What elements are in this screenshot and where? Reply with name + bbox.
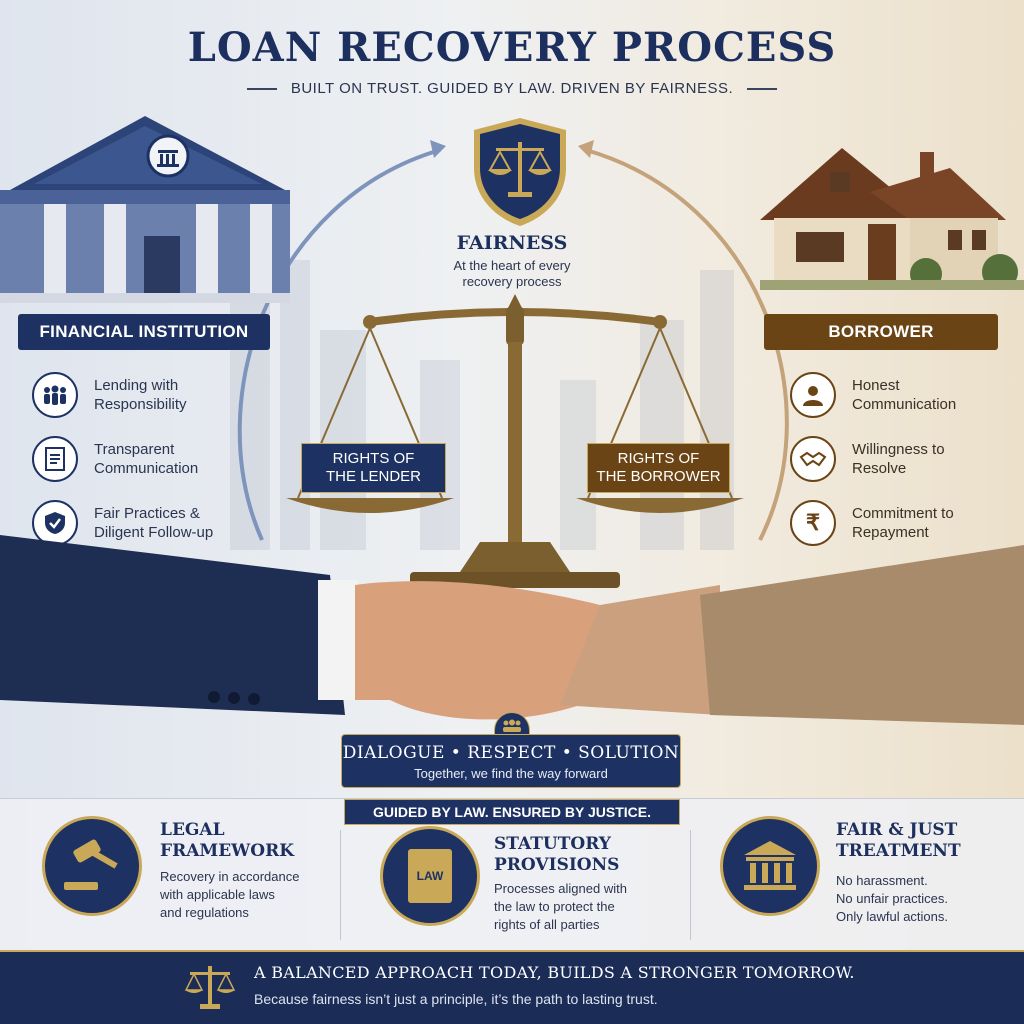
divider-1	[340, 830, 341, 940]
right-feature-1: Honest Communication	[790, 372, 956, 418]
courthouse-icon	[720, 816, 820, 916]
left-feature-1: Lending with Responsibility	[32, 372, 187, 418]
footer-headline: A BALANCED APPROACH TODAY, BUILDS A STRO…	[254, 963, 855, 982]
footer-tagline: Because fairness isn’t just a principle,…	[254, 991, 658, 1007]
fairness-subtitle: At the heart of every recovery process	[453, 258, 571, 289]
law-book-label: LAW	[416, 869, 444, 883]
pillar-1-text: Recovery in accordance with applicable l…	[160, 869, 300, 920]
pillar-2-title: STATUTORY PROVISIONS	[494, 834, 620, 875]
footer-banner	[0, 950, 1024, 1024]
shield-check-icon	[32, 500, 78, 546]
scales-shield-icon	[474, 118, 566, 226]
page-subtitle: BUILT ON TRUST. GUIDED BY LAW. DRIVEN BY…	[290, 80, 734, 97]
law-book-icon: LAW	[380, 826, 480, 926]
subtitle-rule-left	[246, 87, 277, 90]
left-feature-2: Transparent Communication	[32, 436, 198, 482]
bank-building-illustration	[0, 116, 290, 303]
handshake-icon	[790, 436, 836, 482]
left-feature-2-text: Transparent Communication	[94, 441, 199, 477]
document-icon	[32, 436, 78, 482]
rights-of-borrower-label: RIGHTS OF THE BORROWER	[587, 443, 730, 493]
left-feature-3-text: Fair Practices & Diligent Follow-up	[94, 505, 214, 541]
handshake-illustration	[0, 535, 1024, 725]
borrower-label: BORROWER	[764, 314, 998, 350]
rights-of-lender-label: RIGHTS OF THE LENDER	[301, 443, 446, 493]
right-feature-3: ₹ Commitment to Repayment	[790, 500, 954, 546]
scales-icon	[184, 966, 236, 1009]
subtitle-rule-right	[747, 87, 778, 90]
person-icon	[790, 372, 836, 418]
divider-2	[690, 830, 691, 940]
right-feature-3-text: Commitment to Repayment	[852, 505, 954, 541]
pillar-2-text: Processes aligned with the law to protec…	[494, 881, 627, 932]
gavel-icon	[42, 816, 142, 916]
pillar-3-title: FAIR & JUST TREATMENT	[836, 820, 961, 861]
pillar-3-text: No harassment. No unfair practices. Only…	[836, 873, 948, 924]
left-feature-3: Fair Practices & Diligent Follow-up	[32, 500, 213, 546]
house-illustration	[760, 148, 1024, 290]
subtitle-row: BUILT ON TRUST. GUIDED BY LAW. DRIVEN BY…	[0, 80, 1024, 97]
left-feature-1-text: Lending with Responsibility	[94, 377, 187, 413]
right-feature-1-text: Honest Communication	[852, 377, 957, 413]
right-feature-2: Willingness to Resolve	[790, 436, 945, 482]
law-book-cover: LAW	[408, 849, 452, 903]
guided-by-law-banner: GUIDED BY LAW. ENSURED BY JUSTICE.	[344, 799, 680, 825]
community-icon	[494, 712, 530, 738]
dialogue-tagline: Together, we find the way forward	[414, 766, 608, 781]
right-feature-2-text: Willingness to Resolve	[852, 441, 945, 477]
people-group-icon	[32, 372, 78, 418]
page-title: LOAN RECOVERY PROCESS	[187, 24, 837, 71]
dialogue-values: DIALOGUE • RESPECT • SOLUTION	[342, 743, 680, 763]
rupee-icon: ₹	[790, 500, 836, 546]
financial-institution-label: FINANCIAL INSTITUTION	[18, 314, 270, 350]
dialogue-banner: DIALOGUE • RESPECT • SOLUTION Together, …	[341, 734, 681, 788]
fairness-title: FAIRNESS	[456, 232, 568, 254]
pillar-1-title: LEGAL FRAMEWORK	[160, 820, 294, 861]
